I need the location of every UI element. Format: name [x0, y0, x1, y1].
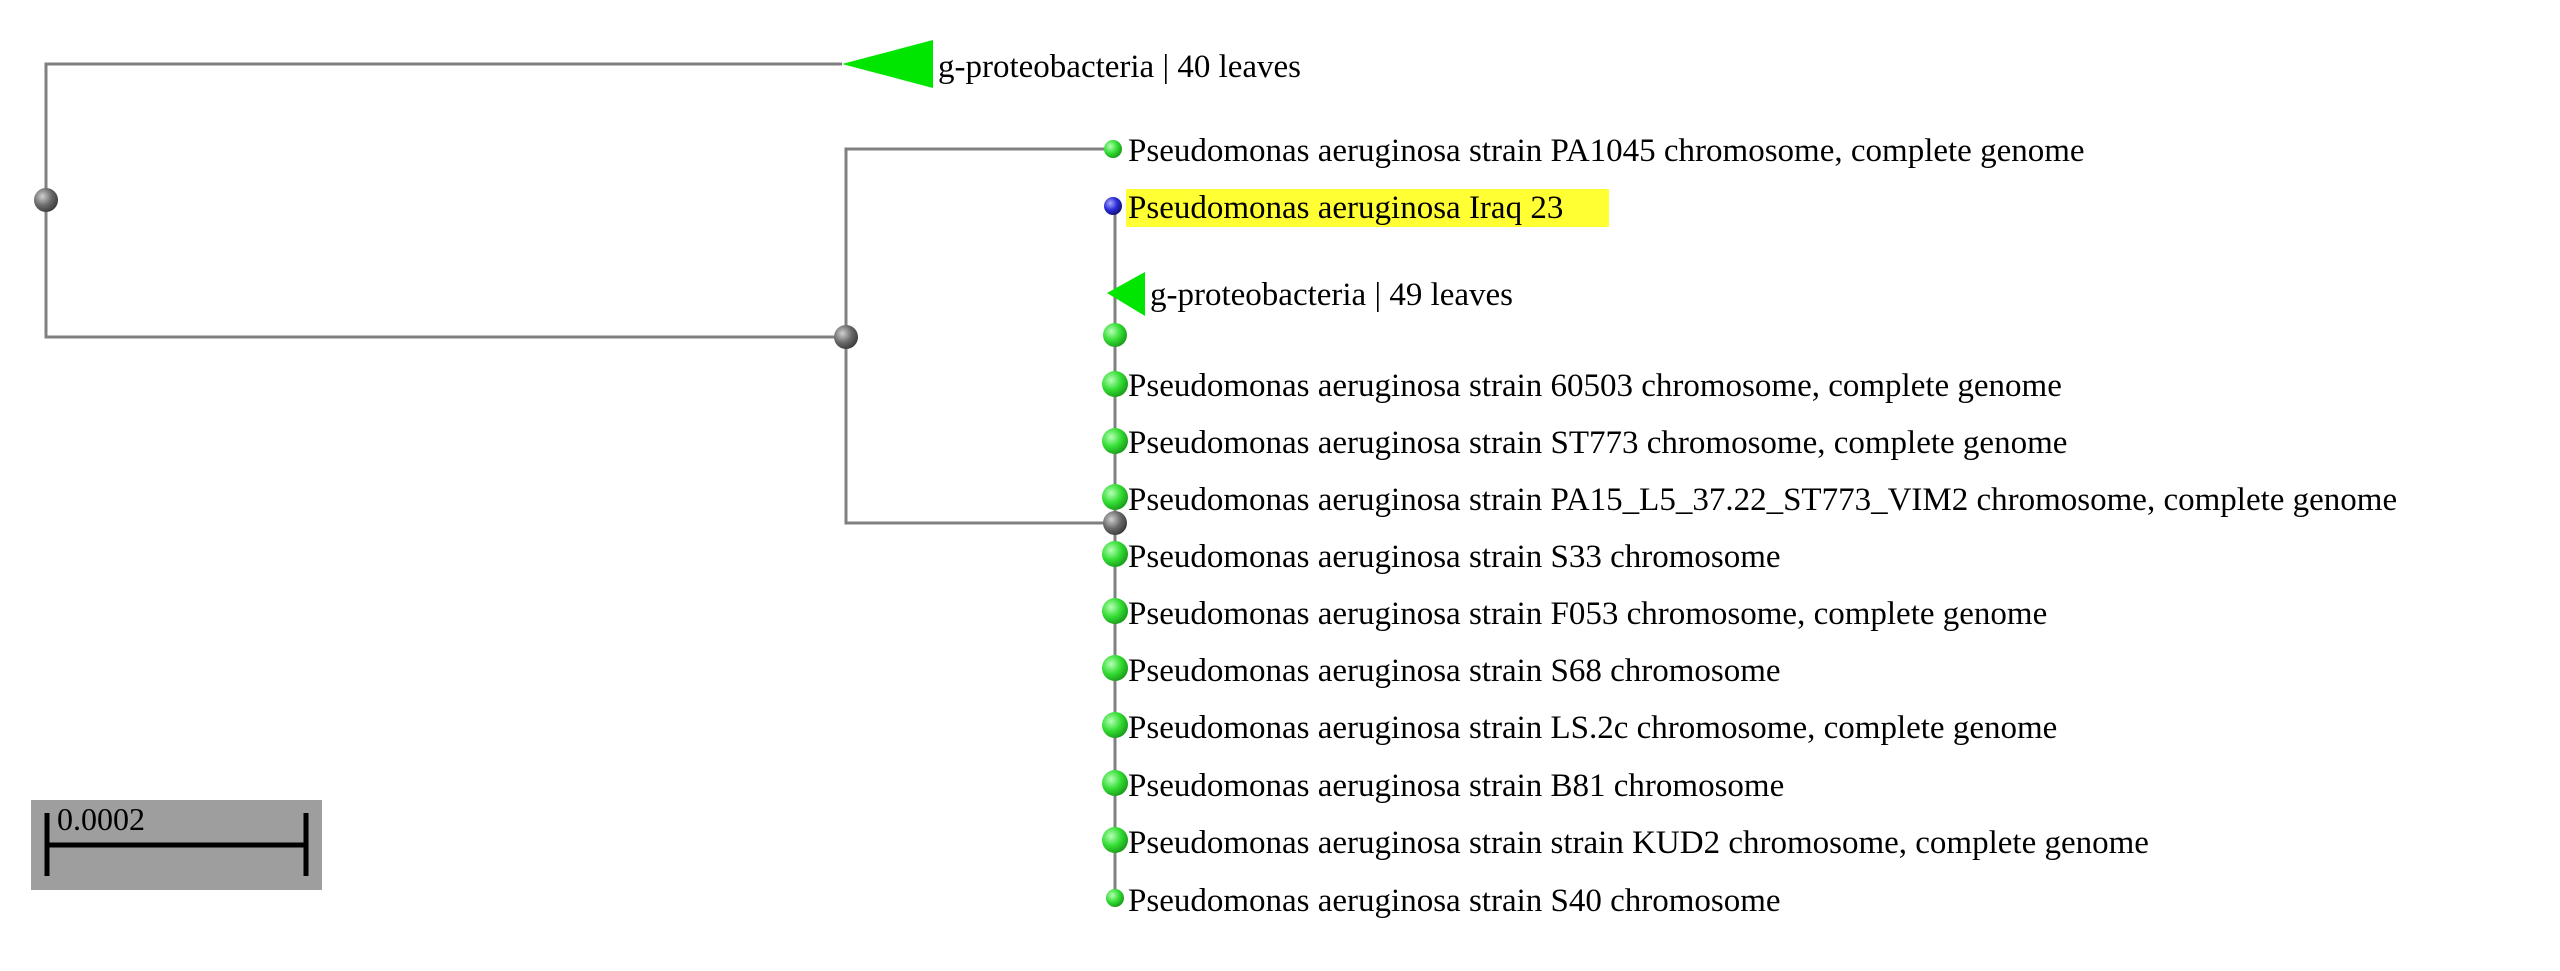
leaf-label-60503[interactable]: Pseudomonas aeruginosa strain 60503 chro… [1128, 368, 2062, 404]
leaf-node-s40[interactable] [1106, 889, 1124, 907]
collapsed-clade-triangle-40[interactable] [842, 40, 933, 88]
root-branch-to-subtree [44, 200, 846, 339]
highlight-iraq23 [1126, 189, 1609, 227]
leaf-label-s33[interactable]: Pseudomonas aeruginosa strain S33 chromo… [1128, 539, 1781, 575]
leaf-node-b81[interactable] [1102, 770, 1128, 796]
leaf-node-ls2c[interactable] [1102, 712, 1128, 738]
leaf-node-60503[interactable] [1102, 371, 1128, 397]
leaf-node-kud2[interactable] [1102, 827, 1128, 853]
leaf-node-pa15[interactable] [1102, 484, 1128, 510]
subtree-branch-to-pa1045 [844, 147, 1113, 337]
leaf-node-f053[interactable] [1102, 598, 1128, 624]
leaf-label-ls2c[interactable]: Pseudomonas aeruginosa strain LS.2c chro… [1128, 710, 2057, 746]
leaf-label-iraq23[interactable]: Pseudomonas aeruginosa Iraq 23 [1128, 190, 1563, 226]
leaf-node-pa1045[interactable] [1104, 140, 1122, 158]
subtree-branch-to-inner [844, 337, 1115, 525]
leaf-node-s68[interactable] [1102, 655, 1128, 681]
leaf-label-pa1045[interactable]: Pseudomonas aeruginosa strain PA1045 chr… [1128, 133, 2085, 169]
tree-branches [44, 62, 1117, 898]
scale-bar-label: 0.0002 [57, 801, 145, 837]
leaf-node-st773[interactable] [1102, 428, 1128, 454]
collapsed-clade-label-40[interactable]: g-proteobacteria | 40 leaves [938, 49, 1301, 85]
scale-bar: 0.0002 [31, 800, 322, 890]
collapsed-clade-triangle-49[interactable] [1107, 272, 1145, 316]
leaf-node-iraq23[interactable] [1104, 197, 1122, 215]
leaf-label-b81[interactable]: Pseudomonas aeruginosa strain B81 chromo… [1128, 768, 1784, 804]
leaf-label-s40[interactable]: Pseudomonas aeruginosa strain S40 chromo… [1128, 883, 1781, 919]
subtree-node[interactable] [834, 325, 858, 349]
leaf-label-st773[interactable]: Pseudomonas aeruginosa strain ST773 chro… [1128, 425, 2067, 461]
leaf-label-kud2[interactable]: Pseudomonas aeruginosa strain strain KUD… [1128, 825, 2149, 861]
leaf-labels: Pseudomonas aeruginosa strain PA1045 chr… [1128, 133, 2397, 919]
root-branch-to-clade-40 [44, 62, 842, 200]
leaf-label-pa15[interactable]: Pseudomonas aeruginosa strain PA15_L5_37… [1128, 482, 2397, 518]
leaf-nodes [1102, 140, 1128, 907]
leaf-label-f053[interactable]: Pseudomonas aeruginosa strain F053 chrom… [1128, 596, 2047, 632]
root-node[interactable] [34, 188, 58, 212]
leaf-node-unlabeled[interactable] [1103, 323, 1127, 347]
leaf-node-s33[interactable] [1102, 541, 1128, 567]
collapsed-clade-label-49[interactable]: g-proteobacteria | 49 leaves [1150, 277, 1513, 313]
inner-node[interactable] [1103, 511, 1127, 535]
leaf-label-s68[interactable]: Pseudomonas aeruginosa strain S68 chromo… [1128, 653, 1781, 689]
